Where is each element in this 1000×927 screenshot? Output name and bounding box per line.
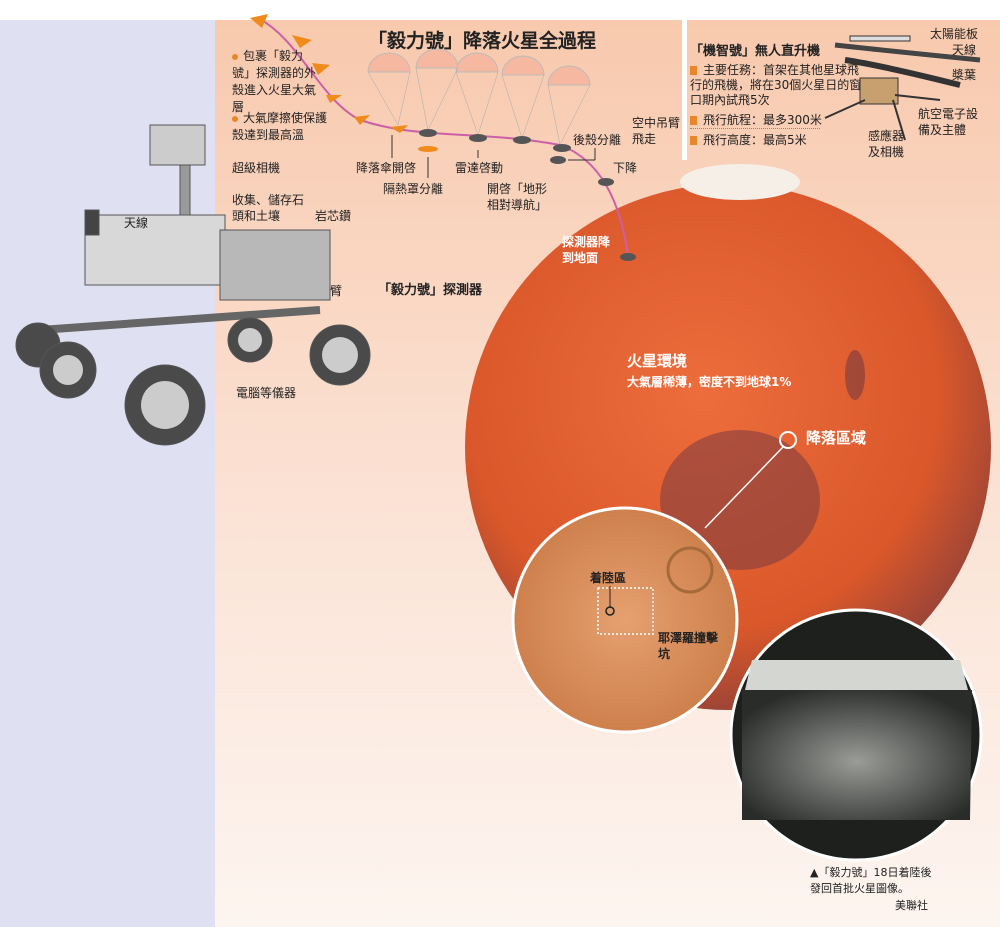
- page-title: 「毅力號」降落火星全過程: [368, 30, 597, 52]
- polar-cap: [680, 164, 800, 200]
- mars-env-title: 火星環境: [627, 352, 688, 370]
- bullet-icon: [690, 66, 697, 75]
- step-heatshield: 隔熱罩分離: [383, 182, 444, 196]
- heli-part-sensors: 感應器及相機: [868, 129, 905, 159]
- photo-caption: ▲「毅力號」18日着陸後發回首批火星圖像。: [810, 866, 932, 895]
- step-parachute: 降落傘開啓: [356, 161, 417, 175]
- mars-env-desc: 大氣層稀薄，密度不到地球1%: [627, 375, 792, 389]
- helicopter-fact-altitude: 飛行高度：最高5米: [690, 132, 807, 148]
- photo-credit: 美聯社: [895, 899, 928, 912]
- step-terrain-nav: 開啓「地形相對導航」: [487, 182, 548, 212]
- first-image-photo: [729, 608, 983, 862]
- step-descend: 下降: [613, 161, 638, 175]
- step-radar: 雷達啓動: [455, 161, 504, 175]
- helicopter-fact-mission: 主要任務：首架在其他星球飛行的飛機，將在30個火星日的窗口期內試飛5次: [690, 63, 862, 107]
- descent-note-heat: 大氣摩擦使保護殼達到最高溫: [232, 111, 328, 142]
- entry-capsules: [250, 14, 438, 152]
- landing-area-marker: [779, 431, 797, 449]
- rover-part-drill: 岩芯鑽: [315, 209, 352, 223]
- callout-lines: [391, 135, 596, 178]
- step-skycrane: 空中吊臂飛走: [632, 116, 681, 146]
- rover-part-collect: 收集、儲存石頭和土壤: [232, 193, 305, 223]
- helicopter-fact-range: 飛行航程：最多300米: [690, 112, 822, 129]
- parachutes: [367, 48, 591, 146]
- crater-inset: [511, 506, 739, 734]
- rover-part-antenna: 天線: [124, 216, 149, 230]
- step-touchdown: 探測器降到地面: [562, 235, 611, 265]
- heli-part-blades: 槳葉: [952, 68, 977, 82]
- heli-part-solar: 太陽能板: [930, 27, 979, 41]
- helicopter-illustration: [824, 35, 981, 141]
- landing-area-label: 降落區域: [806, 429, 867, 447]
- heli-part-avionics: 航空電子設備及主體: [918, 107, 979, 137]
- landing-zone-label: 着陸區: [590, 571, 627, 585]
- bullet-icon: [690, 116, 697, 125]
- backshells: [419, 129, 636, 261]
- rover-part-arm: 臂: [330, 284, 343, 298]
- rover-part-camera: 超級相機: [232, 161, 281, 175]
- panel-corner: [195, 20, 215, 40]
- descent-note-entry: 包裹「毅力號」探測器的外殼進入火星大氣層: [232, 48, 320, 116]
- left-background-panel: [0, 20, 215, 927]
- heli-part-antenna: 天線: [952, 43, 977, 57]
- bullet-icon: [690, 136, 697, 145]
- crater-label: 耶澤羅撞擊坑: [658, 631, 719, 661]
- rover-part-computer: 電腦等儀器: [236, 386, 297, 400]
- step-backshell: 後殼分離: [573, 133, 622, 147]
- helicopter-title: 「機智號」無人直升機: [690, 44, 821, 59]
- column-divider: [682, 20, 687, 160]
- rover-illustration: [15, 124, 371, 446]
- rover-label: 「毅力號」探測器: [378, 283, 483, 298]
